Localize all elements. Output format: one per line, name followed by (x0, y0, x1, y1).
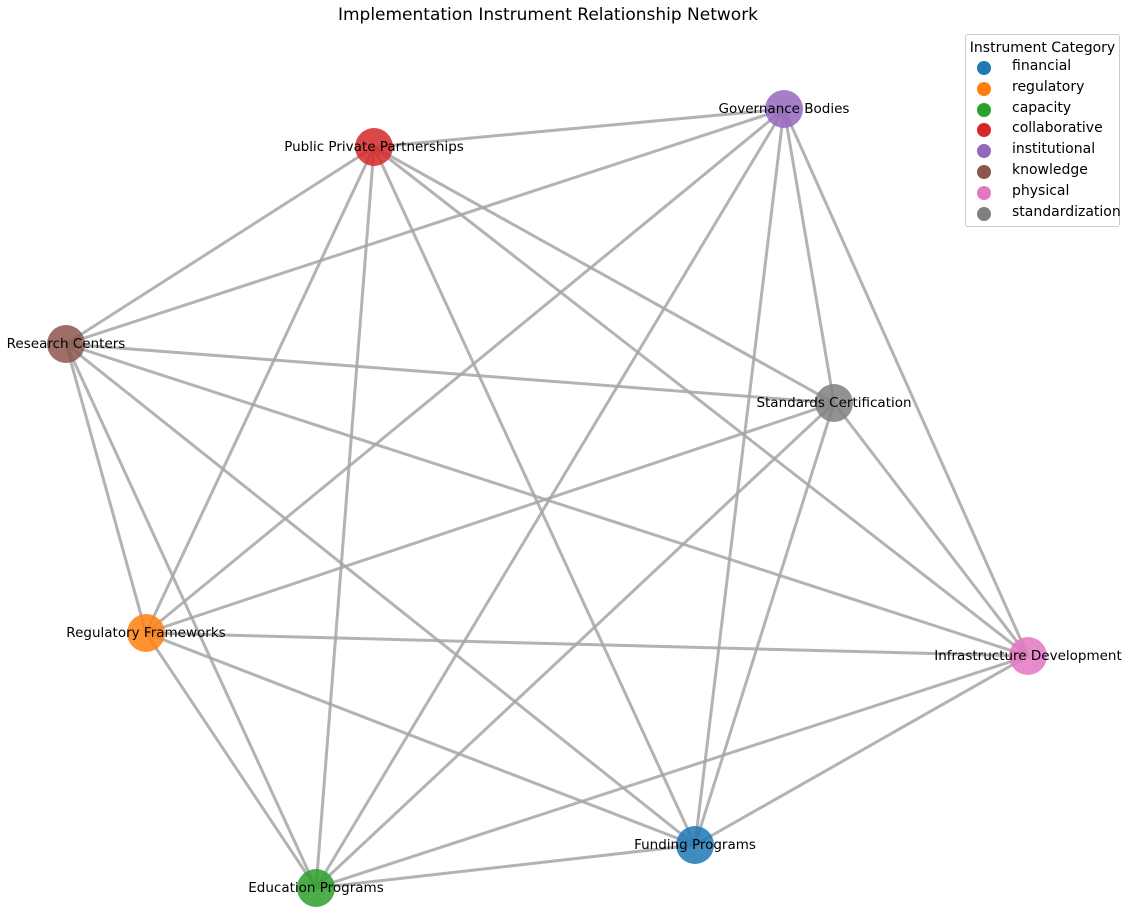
edge-regulatory-funding (145, 631, 696, 847)
node-regulatory[interactable] (127, 614, 165, 652)
legend-marker (977, 185, 991, 200)
edge-governance-ppp (373, 107, 785, 149)
edge-infrastructure-funding (694, 654, 1029, 847)
node-label-ppp: Public Private Partnerships (284, 139, 464, 155)
legend-label: standardization (1012, 203, 1121, 220)
node-layer (47, 90, 1047, 907)
legend-label: capacity (1012, 99, 1072, 116)
node-label-research: Research Centers (7, 336, 126, 352)
legend-title: Instrument Category (969, 40, 1116, 56)
legend-label: knowledge (1012, 162, 1088, 178)
legend-marker (977, 61, 991, 75)
node-label-funding: Funding Programs (634, 837, 756, 853)
edge-funding-education (315, 843, 696, 890)
edge-governance-regulatory (145, 107, 785, 635)
node-education[interactable] (297, 869, 335, 907)
edge-governance-standards (782, 108, 836, 404)
edge-research-standards (65, 342, 835, 405)
legend-marker (977, 144, 991, 159)
edge-research-funding (65, 342, 696, 847)
chart-title: Implementation Instrument Relationship N… (337, 5, 759, 25)
node-governance[interactable] (765, 90, 803, 128)
node-label-standards: Standards Certification (756, 395, 911, 411)
edge-ppp-standards (373, 145, 835, 405)
legend-label: physical (1012, 182, 1070, 199)
edge-research-regulatory (64, 343, 148, 634)
edge-layer (64, 107, 1030, 890)
node-funding[interactable] (676, 826, 714, 864)
legend-marker (977, 165, 991, 179)
node-label-education: Education Programs (248, 880, 384, 896)
node-label-infrastructure: Infrastructure Development (934, 648, 1122, 664)
edge-governance-infrastructure (782, 108, 1030, 657)
node-research[interactable] (47, 325, 85, 363)
edge-regulatory-infrastructure (145, 631, 1029, 658)
edge-ppp-research (65, 145, 375, 346)
node-ppp[interactable] (355, 128, 393, 166)
node-infrastructure[interactable] (1009, 637, 1047, 675)
legend-label: financial (1012, 58, 1072, 74)
edge-governance-research (65, 107, 785, 346)
edge-ppp-infrastructure (373, 145, 1029, 658)
node-label-governance: Governance Bodies (719, 101, 850, 117)
legend-label: collaborative (1012, 120, 1103, 137)
edge-infrastructure-education (315, 654, 1029, 890)
legend-marker (977, 102, 991, 117)
node-standards[interactable] (815, 384, 853, 422)
edge-standards-infrastructure (832, 402, 1030, 657)
legend-marker (977, 206, 991, 221)
legend-label: institutional (1012, 141, 1096, 158)
node-label-regulatory: Regulatory Frameworks (66, 625, 225, 641)
edge-standards-funding (693, 402, 836, 846)
edge-research-education (64, 343, 318, 889)
edge-ppp-education (314, 146, 376, 889)
legend-label: regulatory (1012, 78, 1085, 95)
edge-regulatory-education (144, 632, 318, 889)
edge-standards-regulatory (145, 401, 835, 635)
legend: Instrument Category financial regulatory c… (965, 34, 1121, 227)
legend-marker (977, 81, 991, 96)
edge-governance-funding (693, 108, 786, 846)
edge-ppp-regulatory (144, 146, 376, 634)
legend-marker (977, 123, 991, 138)
